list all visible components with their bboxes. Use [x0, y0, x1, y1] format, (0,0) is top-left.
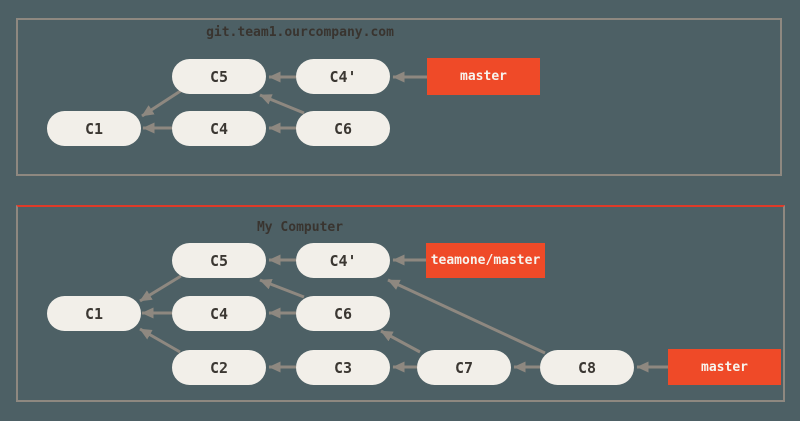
commit-node-c4p: C4' [296, 243, 390, 278]
branch-label-master: master [427, 58, 540, 95]
branch-label-teamone: teamone/master [426, 243, 545, 278]
commit-node-c6: C6 [296, 111, 390, 146]
commit-node-c1: C1 [47, 296, 141, 331]
edge-c5-c1 [139, 274, 182, 303]
panel-my-computer [16, 205, 785, 402]
commit-node-c4: C4 [172, 111, 266, 146]
edge-c7-c6 [380, 329, 421, 354]
commit-node-c3: C3 [296, 350, 390, 385]
commit-node-c6: C6 [296, 296, 390, 331]
edge-c6-c5 [259, 278, 305, 299]
edge-c5-c1 [141, 88, 183, 118]
edge-c8-c4p [387, 278, 546, 355]
commit-node-c4: C4 [172, 296, 266, 331]
commit-node-c5: C5 [172, 243, 266, 278]
panel-title-my-computer: My Computer [256, 220, 344, 235]
commit-node-c5: C5 [172, 59, 266, 94]
branch-label-master: master [668, 349, 781, 385]
commit-node-c4p: C4' [296, 59, 390, 94]
panel-server [16, 18, 782, 176]
commit-node-c1: C1 [47, 111, 141, 146]
commit-node-c2: C2 [172, 350, 266, 385]
edge-c6-c5 [259, 93, 305, 115]
commit-node-c7: C7 [417, 350, 511, 385]
commit-node-c8: C8 [540, 350, 634, 385]
panel-title-server: git.team1.ourcompany.com [206, 25, 394, 40]
edge-c2-c1 [139, 327, 181, 354]
